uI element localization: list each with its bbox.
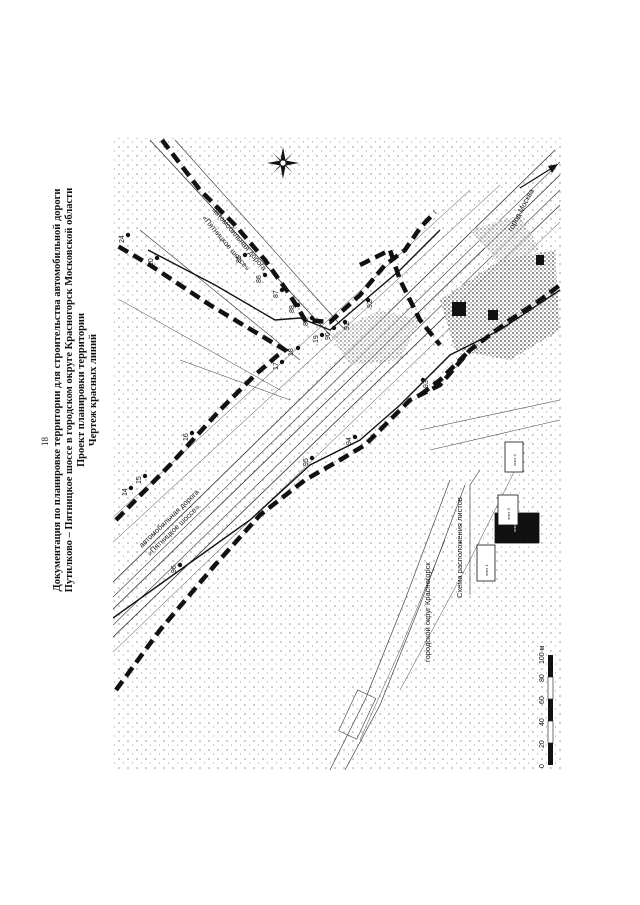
district-label: городской округ Красногорск <box>423 562 432 662</box>
point-label-96: 96 <box>171 565 178 573</box>
red-lines-dashed <box>114 138 562 692</box>
point-label-87: 87 <box>273 290 280 298</box>
sheet-1 <box>476 544 496 582</box>
crossing-road <box>119 139 346 401</box>
sheet-label-4: лист 4 <box>512 453 517 466</box>
sheet-label-2: лист 2 <box>512 519 517 532</box>
direction-arrow <box>519 164 558 189</box>
sheet-4 <box>504 441 524 473</box>
point-label-91: 91 <box>344 322 351 330</box>
sheet-3 <box>497 494 519 526</box>
sheet-scheme: Схема расположения листов лист 1 лист 3 … <box>455 441 540 598</box>
point-markers <box>125 232 426 568</box>
scale-bar: 0 20 40 60 80 100 м <box>539 645 554 768</box>
built-area <box>330 215 560 365</box>
point-label-93: 93 <box>423 380 430 388</box>
sheet-scheme-title: Схема расположения листов <box>455 497 464 598</box>
point-label-92: 92 <box>367 300 374 308</box>
point-label-95: 95 <box>303 458 310 466</box>
point-label-90: 90 <box>325 332 332 340</box>
point-label-17: 17 <box>273 362 280 370</box>
point-label-20: 20 <box>148 258 155 266</box>
scale-tick-0: 0 <box>539 764 546 768</box>
district-roads <box>329 399 561 770</box>
scale-tick-20: 20 <box>539 740 546 748</box>
scale-tick-40: 40 <box>539 718 546 726</box>
point-label-18: 18 <box>288 348 295 356</box>
point-label-19: 19 <box>313 335 320 343</box>
point-label-85: 85 <box>236 255 243 263</box>
sheet-label-3: лист 3 <box>506 507 511 520</box>
scale-tick-80: 80 <box>539 674 546 682</box>
point-label-89: 89 <box>303 318 310 326</box>
point-label-88: 88 <box>289 305 296 313</box>
sheet-label-1: лист 1 <box>484 563 489 576</box>
point-label-86: 86 <box>256 275 263 283</box>
point-labels: 14 15 16 17 18 19 20 24 85 86 87 88 89 9… <box>119 235 430 573</box>
point-label-14: 14 <box>122 488 129 496</box>
scale-tick-100: 100 м <box>539 645 546 664</box>
compass-rose-icon <box>267 147 299 179</box>
scale-tick-60: 60 <box>539 696 546 704</box>
map-area <box>113 138 563 770</box>
point-label-15: 15 <box>136 476 143 484</box>
point-label-94: 94 <box>346 437 353 445</box>
point-label-24: 24 <box>119 235 126 243</box>
point-label-16: 16 <box>183 433 190 441</box>
